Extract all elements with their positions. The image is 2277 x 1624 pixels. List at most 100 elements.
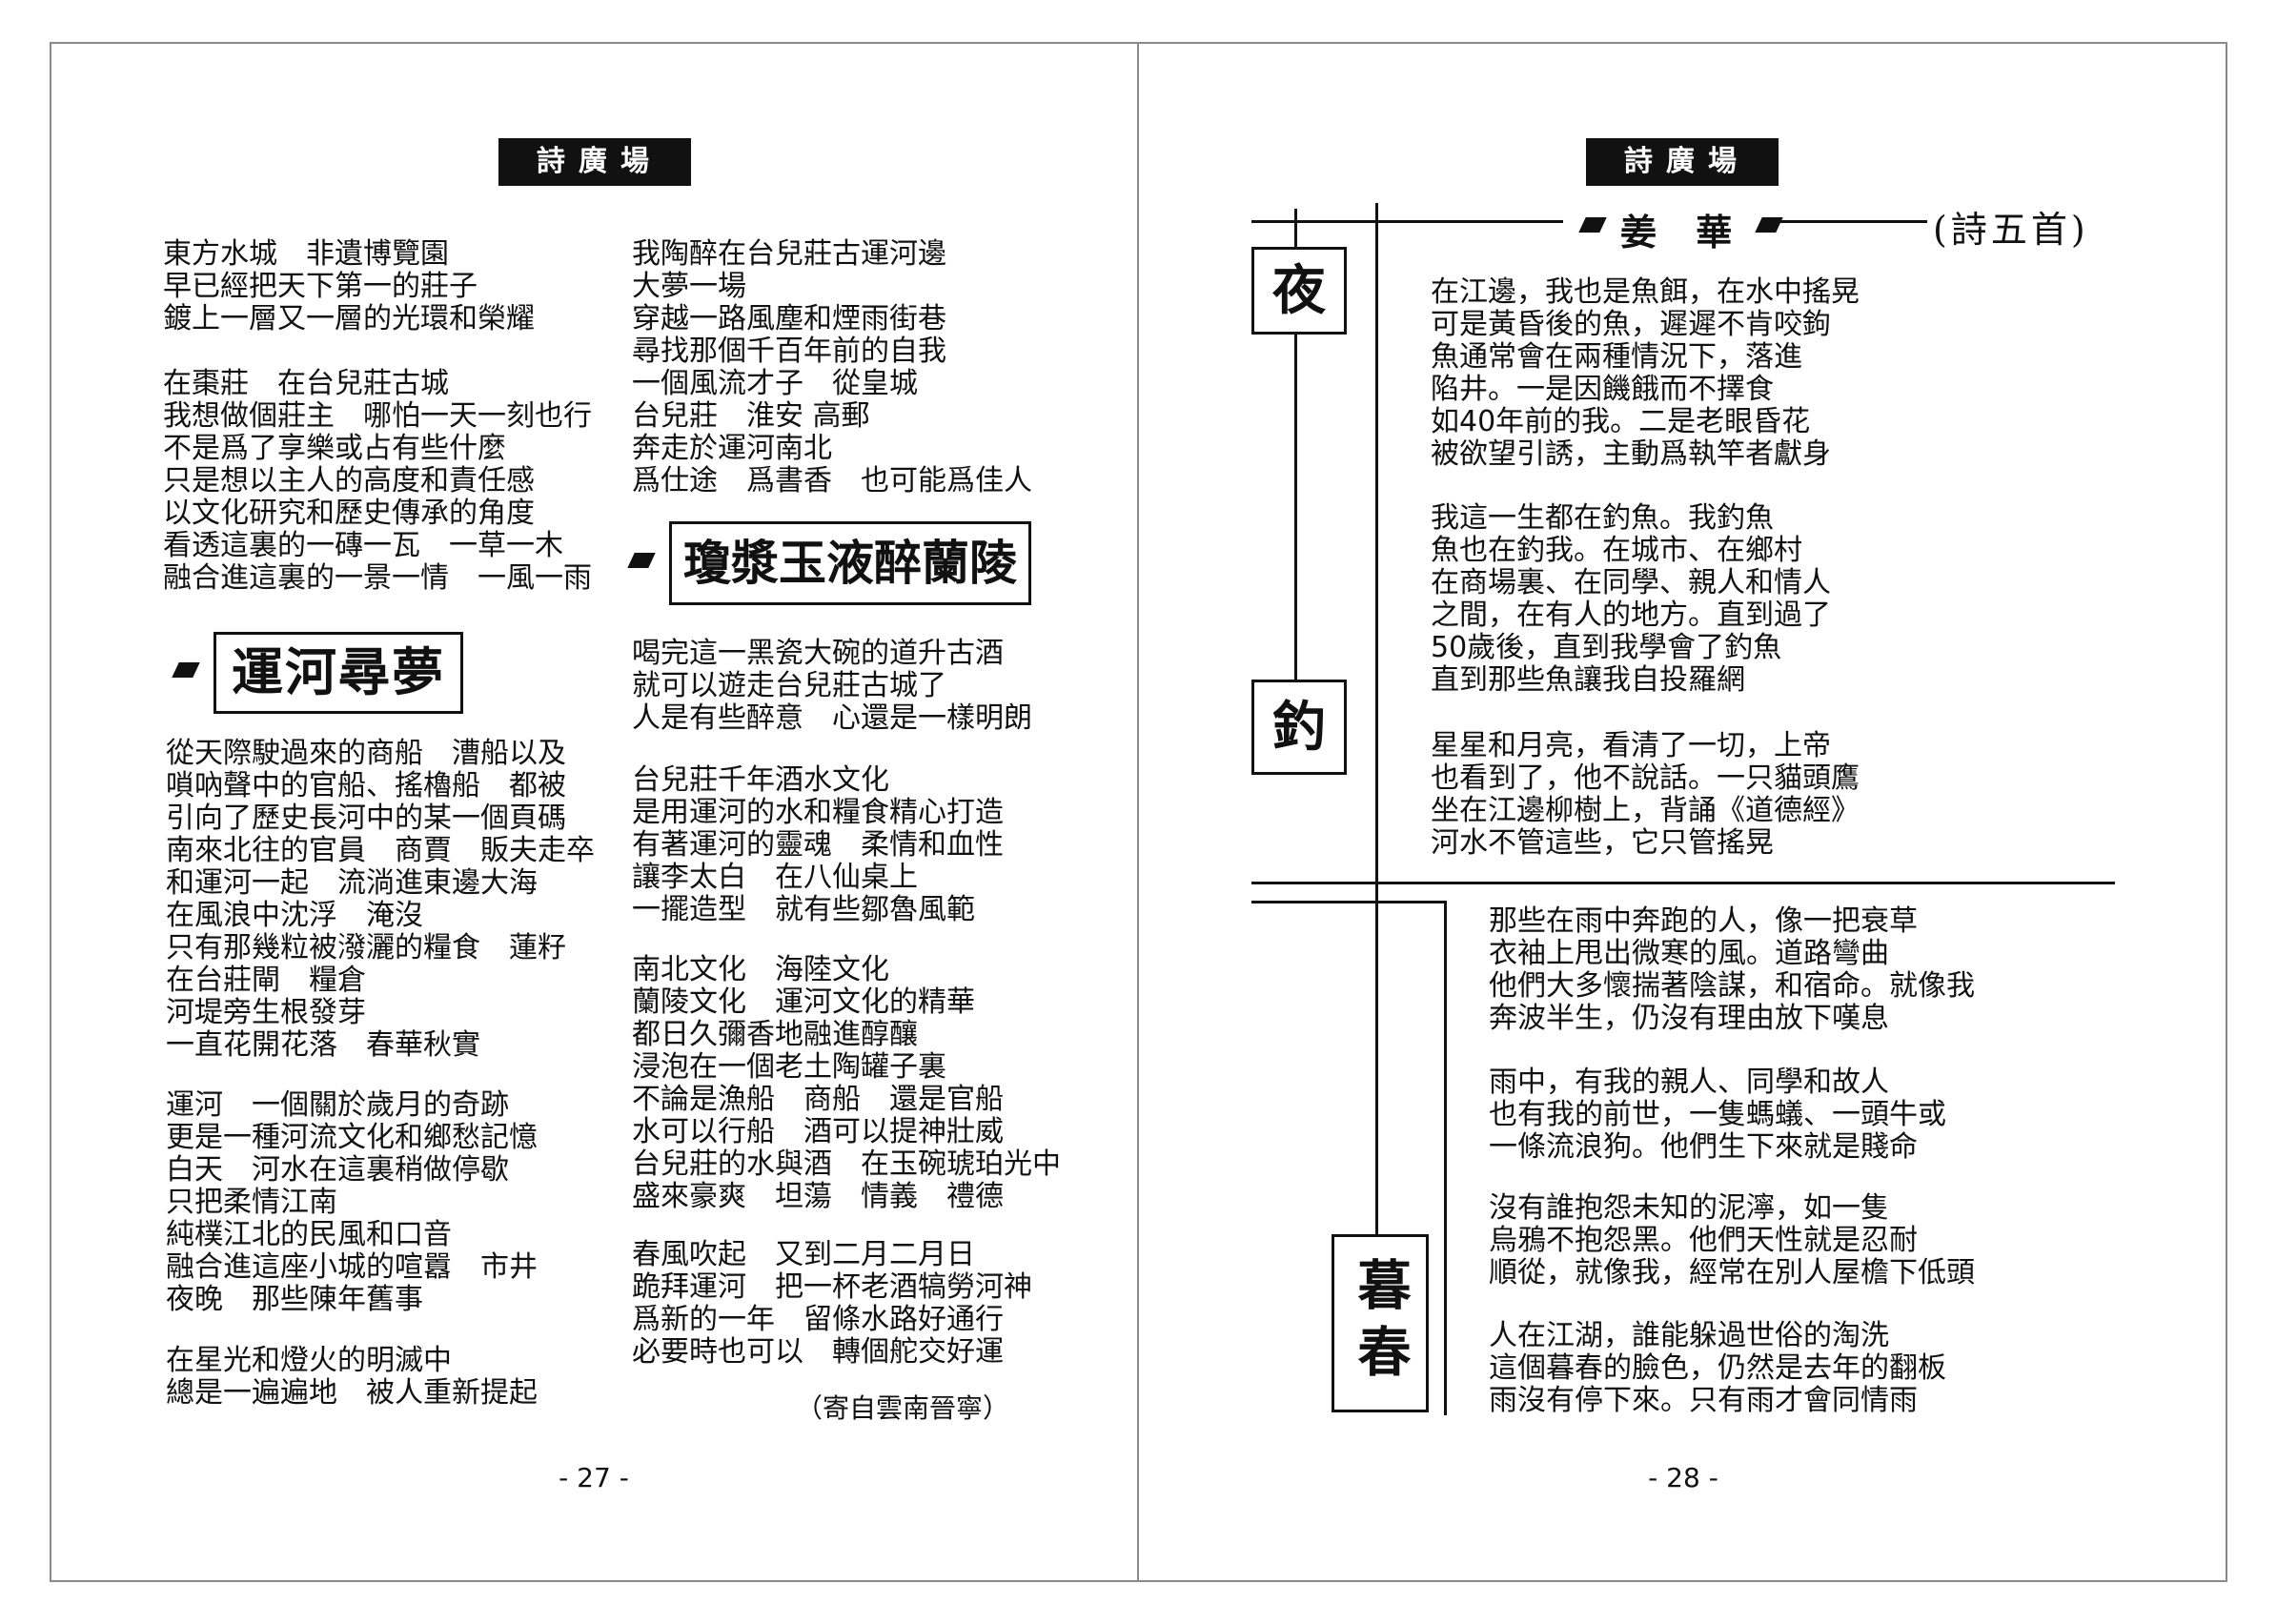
- poem-line: 之間，在有人的地方。直到過了: [1431, 599, 1831, 632]
- poem-title-box: 釣: [1251, 680, 1347, 775]
- poem-line: 以文化研究和歷史傳承的角度: [163, 497, 535, 530]
- poem-stanza: 東方水城 非遺博覽園早已經把天下第一的莊子鍍上一層又一層的光環和榮耀: [163, 238, 535, 335]
- poem-line: 蘭陵文化 運河文化的精華: [632, 985, 975, 1019]
- poem-line: 奔走於運河南北: [632, 432, 832, 465]
- poem-stanza: 春風吹起 又到二月二月日跪拜運河 把一杯老酒犒勞河神爲新的一年 留條水路好通行必…: [632, 1239, 1032, 1369]
- poem-line: 更是一種河流文化和鄉愁記憶: [166, 1121, 538, 1154]
- poem-line: 在商場裏、在同學、親人和情人: [1431, 566, 1831, 599]
- rule-line: [1375, 203, 1378, 1235]
- rule-line: [1251, 882, 2115, 884]
- poem-line: 烏鴉不抱怨黑。他們天性就是忍耐: [1489, 1224, 1918, 1257]
- rule-line: [1251, 220, 1563, 223]
- poem-line: 台兒莊 淮安 高郵: [632, 399, 870, 433]
- poem-line: 魚也在釣我。在城市、在鄉村: [1431, 534, 1802, 567]
- poem-line: 盛來豪爽 坦蕩 情義 禮德: [632, 1180, 1004, 1213]
- page-number: - 28 -: [1648, 1462, 1718, 1493]
- poem-line: 鍍上一層又一層的光環和榮耀: [163, 302, 535, 335]
- poem-line: 河水不管這些，它只管搖晃: [1431, 826, 1774, 860]
- poem-line: 南北文化 海陸文化: [632, 953, 889, 986]
- poem-title-box: 夜: [1251, 247, 1347, 335]
- poem-line: 水可以行船 酒可以提神壯威: [632, 1115, 1004, 1148]
- poem-line: 這個暮春的臉色，仍然是去年的翻板: [1489, 1351, 1946, 1385]
- poem-line: 穿越一路風塵和煙雨街巷: [632, 302, 946, 335]
- poem-line: 浸泡在一個老土陶罐子裏: [632, 1050, 946, 1084]
- poem-stanza: 星星和月亮，看清了一切，上帝也看到了，他不說話。一只貓頭鷹坐在江邊柳樹上，背誦《…: [1431, 730, 1860, 860]
- poem-line: 我想做個莊主 哪怕一天一刻也行: [163, 399, 592, 433]
- subtitle: (詩五首): [1933, 209, 2089, 251]
- poem-line: 和運河一起 流淌進東邊大海: [166, 866, 538, 900]
- poem-line: 都日久彌香地融進醇釀: [632, 1018, 918, 1051]
- right-page-frame: [1137, 42, 2227, 1582]
- poem-line: 不論是漁船 商船 還是官船: [632, 1083, 1004, 1116]
- poem-stanza: 南北文化 海陸文化蘭陵文化 運河文化的精華都日久彌香地融進醇釀浸泡在一個老土陶罐…: [632, 954, 1061, 1213]
- poem-title-box: 暮春: [1332, 1234, 1429, 1412]
- poem-line: 被欲望引誘，主動爲執竿者獻身: [1431, 437, 1831, 471]
- poem-line: 直到那些魚讓我自投羅網: [1431, 663, 1745, 697]
- poem-stanza: 喝完這一黑瓷大碗的道升古酒就可以遊走台兒莊古城了人是有些醉意 心還是一樣明朗: [632, 638, 1032, 735]
- poem-line: 嗩吶聲中的官船、搖櫓船 都被: [166, 769, 566, 802]
- poem-line: 白天 河水在這裏稍做停歇: [166, 1153, 509, 1187]
- rule-line: [1444, 901, 1447, 1415]
- poem-line: 運河 一個關於歲月的奇跡: [166, 1088, 509, 1122]
- poem-line: 只把柔情江南: [166, 1186, 337, 1219]
- poem-line: 如40年前的我。二是老眼昏花: [1431, 405, 1811, 438]
- poem-line: 融合進這座小城的喧囂 市井: [166, 1250, 538, 1284]
- poem-title: 暮春: [1349, 1256, 1412, 1391]
- poem-line: 東方水城 非遺博覽園: [163, 237, 449, 271]
- poem-line: 沒有誰抱怨未知的泥濘，如一隻: [1489, 1191, 1889, 1225]
- poem-title: 夜: [1272, 259, 1326, 322]
- poem-line: 早已經把天下第一的莊子: [163, 270, 478, 303]
- poem-line: 從天際駛過來的商船 漕船以及: [166, 737, 566, 770]
- poem-line: 夜晚 那些陳年舊事: [166, 1283, 423, 1316]
- poem-line: 河堤旁生根發芽: [166, 996, 366, 1029]
- poem-line: 也有我的前世，一隻螞蟻、一頭牛或: [1489, 1098, 1946, 1131]
- poem-line: 順從，就像我，經常在別人屋檐下低頭: [1489, 1256, 1975, 1289]
- poem-line: 一個風流才子 從皇城: [632, 367, 918, 400]
- poem-title: 釣: [1272, 696, 1326, 759]
- poem-stanza: 沒有誰抱怨未知的泥濘，如一隻烏鴉不抱怨黑。他們天性就是忍耐順從，就像我，經常在別…: [1489, 1192, 1975, 1289]
- rule-line: [1251, 901, 1447, 903]
- poem-line: 魚通常會在兩種情況下，落進: [1431, 340, 1802, 374]
- poem-line: 坐在江邊柳樹上，背誦《道德經》: [1431, 794, 1860, 827]
- poem-line: 就可以遊走台兒莊古城了: [632, 669, 946, 702]
- poem-line: 50歲後，直到我學會了釣魚: [1431, 631, 1782, 664]
- poem-line: 引向了歷史長河中的某一個頁碼: [166, 802, 566, 835]
- poem-stanza: 雨中，有我的親人、同學和故人也有我的前世，一隻螞蟻、一頭牛或一條流浪狗。他們生下…: [1489, 1066, 1946, 1164]
- signature: （寄自雲南晉寧）: [796, 1392, 1010, 1424]
- poem-stanza: 我這一生都在釣魚。我釣魚魚也在釣我。在城市、在鄉村在商場裏、在同學、親人和情人之…: [1431, 502, 1831, 697]
- poem-line: 春風吹起 又到二月二月日: [632, 1238, 975, 1271]
- poem-line: 台兒莊的水與酒 在玉碗琥珀光中: [632, 1147, 1061, 1181]
- poem-line: 總是一遍遍地 被人重新提起: [166, 1376, 538, 1410]
- poem-line: 有著運河的靈魂 柔情和血性: [632, 828, 1004, 862]
- poem-line: 在棗莊 在台兒莊古城: [163, 367, 449, 400]
- poem-line: 在星光和燈火的明滅中: [166, 1344, 452, 1377]
- poem-line: 台兒莊千年酒水文化: [632, 763, 889, 797]
- section-header: 詩廣場: [1586, 138, 1779, 186]
- rule-line: [1294, 334, 1297, 681]
- poem-line: 尋找那個千百年前的自我: [632, 335, 946, 368]
- poem-stanza: 從天際駛過來的商船 漕船以及嗩吶聲中的官船、搖櫓船 都被引向了歷史長河中的某一個…: [166, 738, 595, 1062]
- rule-line: [1775, 220, 1927, 223]
- poem-stanza: 運河 一個關於歲月的奇跡更是一種河流文化和鄉愁記憶白天 河水在這裏稍做停歇只把柔…: [166, 1089, 538, 1316]
- poem-line: 陷井。一是因饑餓而不擇食: [1431, 373, 1774, 406]
- poem-line: 在台莊閘 糧倉: [166, 964, 366, 997]
- poem-line: 雨中，有我的親人、同學和故人: [1489, 1066, 1889, 1099]
- rule-line: [1294, 209, 1297, 247]
- poem-line: 在風浪中沈浮 淹沒: [166, 899, 423, 932]
- poem-stanza: 在棗莊 在台兒莊古城我想做個莊主 哪怕一天一刻也行不是爲了享樂或占有些什麼只是想…: [163, 368, 592, 595]
- poem-line: 不是爲了享樂或占有些什麼: [163, 432, 506, 465]
- poem-line: 是用運河的水和糧食精心打造: [632, 796, 1004, 829]
- poem-line: 一擺造型 就有些鄒魯風範: [632, 893, 975, 926]
- page-number: - 27 -: [559, 1462, 629, 1493]
- poem-line: 在江邊，我也是魚餌，在水中搖晃: [1431, 275, 1860, 309]
- poem-line: 必要時也可以 轉個舵交好運: [632, 1335, 1004, 1369]
- poem-line: 雨沒有停下來。只有雨才會同情雨: [1489, 1384, 1918, 1417]
- poem-line: 爲仕途 爲書香 也可能爲佳人: [632, 464, 1032, 497]
- poem-line: 喝完這一黑瓷大碗的道升古酒: [632, 637, 1004, 670]
- poem-line: 跪拜運河 把一杯老酒犒勞河神: [632, 1270, 1032, 1304]
- poem-line: 一條流浪狗。他們生下來就是賤命: [1489, 1130, 1918, 1164]
- author-name: 姜 華: [1620, 211, 1746, 254]
- poem-line: 純樸江北的民風和口音: [166, 1218, 452, 1251]
- poem-line: 大夢一場: [632, 270, 746, 303]
- poem-stanza: 人在江湖，誰能躲過世俗的淘洗這個暮春的臉色，仍然是去年的翻板雨沒有停下來。只有雨…: [1489, 1320, 1946, 1417]
